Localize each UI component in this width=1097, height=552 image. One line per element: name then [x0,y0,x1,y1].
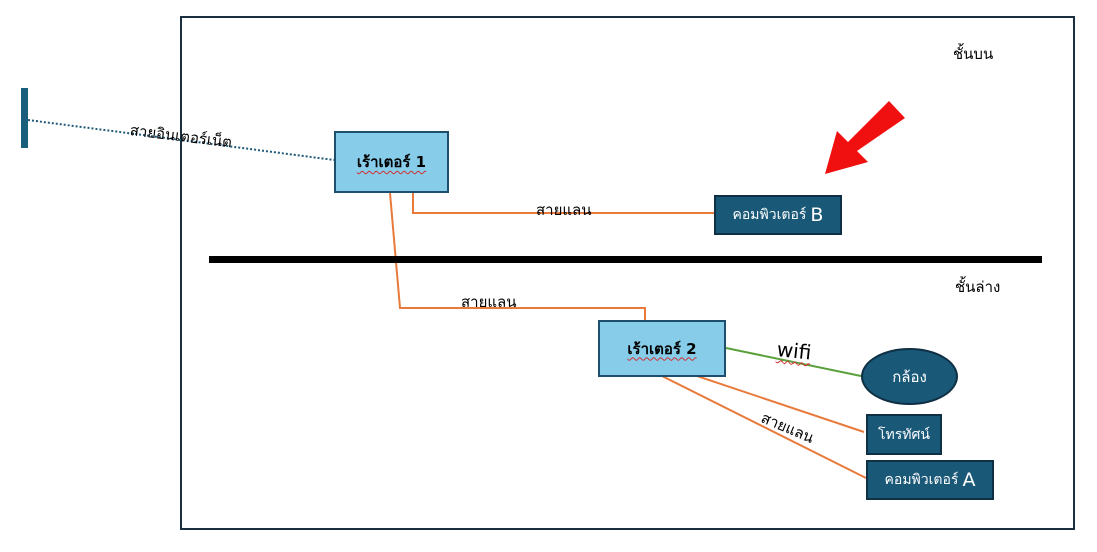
computer-a-suffix: A [962,469,976,491]
lower-floor-label: ชั้นล่าง [955,278,1001,296]
internet-cable [27,119,335,161]
upper-floor-label: ชั้นบน [953,45,994,63]
camera-ellipse: กล้อง [861,348,958,405]
floor-divider [209,256,1042,263]
lan-cable-router1-computer-b [412,193,714,214]
lan-cable-router2-tv [696,375,865,433]
lan-cable-label-top: สายแลน [536,201,592,219]
computer-b-suffix: B [810,204,824,226]
lan-cable-label-middle: สายแลน [461,293,517,311]
tv-label: โทรทัศน์ [878,426,930,443]
computer-a-box: คอมพิวเตอร์A [866,460,994,500]
red-arrow-icon [825,101,905,174]
router-1-box: เร้าเตอร์ 1 [334,131,449,193]
wifi-link-router2-camera [725,347,862,377]
computer-a-label: คอมพิวเตอร์ [884,472,959,488]
tv-box: โทรทัศน์ [866,414,942,455]
lan-cable-router2-computer-a [661,375,867,479]
building-outline [180,16,1075,530]
router-1-label: เร้าเตอร์ 1 [356,153,427,171]
router-2-box: เร้าเตอร์ 2 [598,320,726,377]
lan-cable-router1-router2 [389,192,646,320]
computer-b-label: คอมพิวเตอร์ [732,207,807,223]
computer-b-box: คอมพิวเตอร์B [714,195,842,235]
camera-label: กล้อง [892,367,927,386]
wifi-label: wifi [775,337,813,365]
router-2-label: เร้าเตอร์ 2 [627,339,697,358]
internet-entry-point [21,88,28,148]
